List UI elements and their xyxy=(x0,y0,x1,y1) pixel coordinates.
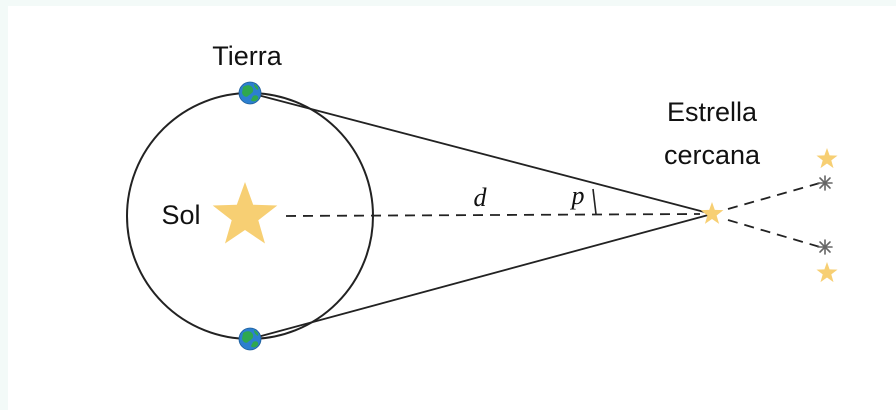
earth-bottom-icon xyxy=(238,327,262,351)
nearby-star-icon xyxy=(700,202,724,224)
top-sight-line xyxy=(249,92,713,215)
sun-star-icon xyxy=(212,182,278,244)
distant-star-lower-icon xyxy=(817,239,833,255)
star-label-line2: cercana xyxy=(664,140,761,170)
star-label-line1: Estrella xyxy=(667,97,758,127)
upper-projection-line xyxy=(727,182,821,210)
distant-star-upper-icon xyxy=(817,175,833,191)
distance-label: d xyxy=(474,183,488,212)
parallax-angle-marker xyxy=(592,188,597,215)
earth-label: Tierra xyxy=(212,41,282,71)
bottom-sight-line xyxy=(249,213,713,340)
earth-top-icon xyxy=(238,81,262,105)
apparent-star-upper-icon xyxy=(816,148,838,169)
lower-projection-line xyxy=(727,219,821,248)
parallax-label: p xyxy=(570,181,585,210)
diagram-frame xyxy=(8,6,896,410)
sun-label: Sol xyxy=(161,200,200,230)
distance-line xyxy=(285,213,701,217)
apparent-star-lower-icon xyxy=(816,262,838,283)
